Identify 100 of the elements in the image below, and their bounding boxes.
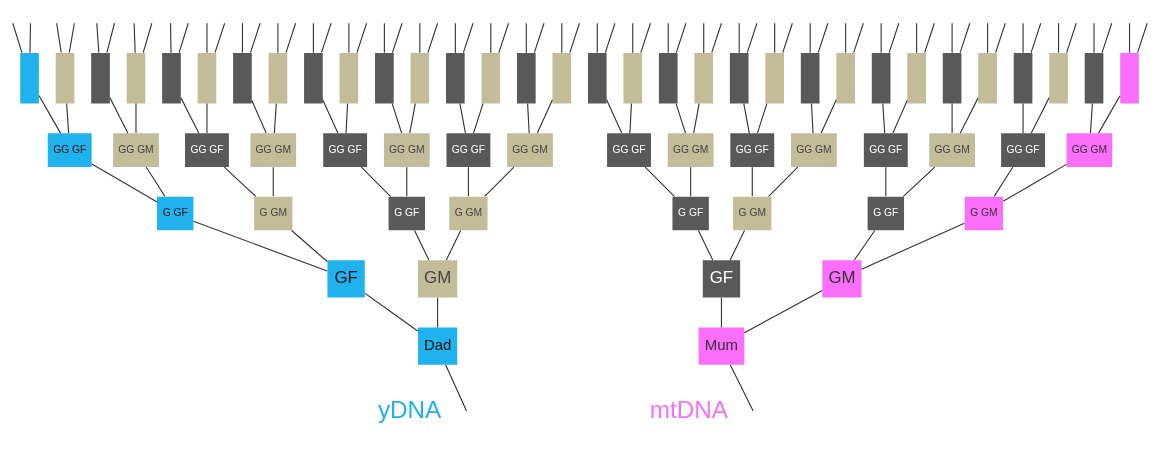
node-bar xyxy=(91,52,110,103)
node-box: G GM xyxy=(964,196,1003,230)
connector xyxy=(746,22,758,53)
connector xyxy=(1128,22,1131,53)
connector xyxy=(1030,96,1050,134)
connector xyxy=(68,22,75,53)
connector xyxy=(145,166,166,197)
node-bar xyxy=(978,52,997,103)
connector xyxy=(1066,22,1077,53)
node-box: GG GF xyxy=(730,132,775,167)
connector xyxy=(703,22,705,53)
node-box: GG GF xyxy=(863,132,908,167)
connector xyxy=(66,102,70,134)
node-box: GG GF xyxy=(185,132,229,167)
connector xyxy=(364,292,419,332)
connector xyxy=(888,22,900,53)
node-box: GM xyxy=(418,259,458,298)
connector xyxy=(640,22,651,53)
connector xyxy=(409,102,416,134)
node-bar xyxy=(623,52,643,103)
connector xyxy=(272,166,274,197)
connector xyxy=(675,22,687,53)
node-box: GG GM xyxy=(667,132,714,167)
node-box: GG GM xyxy=(791,132,837,167)
connector xyxy=(383,22,385,53)
node-box: GM xyxy=(822,259,862,298)
connector xyxy=(291,229,328,262)
connector xyxy=(751,166,753,197)
node-bar xyxy=(765,52,785,103)
connector xyxy=(880,22,882,53)
connector xyxy=(525,22,527,53)
node-bar xyxy=(1084,52,1104,103)
connector xyxy=(285,22,297,53)
node-box: G GF xyxy=(672,196,709,230)
connector xyxy=(29,22,32,53)
connector xyxy=(916,22,918,53)
node-box: GG GF xyxy=(323,132,368,167)
connector xyxy=(809,22,811,53)
node-bar xyxy=(233,52,252,103)
connector xyxy=(12,22,23,53)
connector xyxy=(135,102,137,134)
node-bar xyxy=(1120,52,1139,103)
connector xyxy=(892,99,908,134)
node-box: GG GF xyxy=(1001,132,1045,167)
connector xyxy=(768,166,799,197)
connector xyxy=(1093,22,1095,53)
connector xyxy=(133,22,136,53)
node-box: GF xyxy=(702,259,741,298)
node-bar xyxy=(304,52,323,103)
connector xyxy=(490,22,492,53)
connector xyxy=(192,220,328,271)
connector xyxy=(817,22,829,53)
connector xyxy=(348,22,350,53)
connector xyxy=(743,289,823,333)
connector xyxy=(206,102,208,134)
connector xyxy=(356,22,368,53)
node-bar xyxy=(729,52,749,103)
node-bar xyxy=(375,52,394,103)
connector xyxy=(170,22,172,53)
connector xyxy=(1022,22,1024,53)
connector xyxy=(484,166,515,197)
connector xyxy=(142,22,153,53)
connector xyxy=(437,296,439,328)
connector xyxy=(312,22,314,53)
connector xyxy=(690,166,692,197)
connector xyxy=(462,22,474,53)
connector xyxy=(1058,22,1060,53)
connector xyxy=(1098,94,1121,134)
connector xyxy=(96,22,100,53)
connector xyxy=(743,102,750,134)
connector xyxy=(774,22,776,53)
node-box: G GF xyxy=(157,196,194,230)
connector xyxy=(1030,22,1042,53)
connector xyxy=(445,229,462,260)
node-box: G GF xyxy=(867,196,904,230)
node-bar xyxy=(126,52,146,103)
connector xyxy=(882,102,886,134)
connector xyxy=(993,166,1014,197)
connector xyxy=(782,22,793,53)
connector xyxy=(675,102,687,134)
connector xyxy=(853,22,864,53)
connector xyxy=(106,22,116,53)
connector xyxy=(711,22,722,53)
node-box: G GM xyxy=(733,196,772,230)
connector xyxy=(693,102,700,134)
connector xyxy=(596,22,598,53)
connector xyxy=(729,229,746,260)
connector xyxy=(924,22,935,53)
node-box: GG GM xyxy=(113,132,159,167)
connector xyxy=(987,22,989,53)
connector xyxy=(414,229,430,260)
node-box: Mum xyxy=(698,327,745,365)
connector xyxy=(959,22,971,53)
connector xyxy=(498,22,510,53)
connector xyxy=(561,22,563,53)
connector xyxy=(729,363,754,412)
connector xyxy=(604,22,616,53)
connector xyxy=(91,162,158,203)
connector xyxy=(178,22,189,53)
connector xyxy=(697,229,714,260)
